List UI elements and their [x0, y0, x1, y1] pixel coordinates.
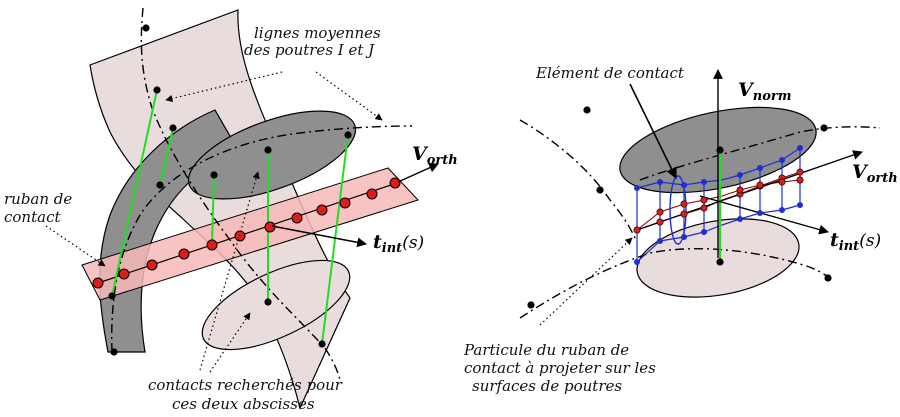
- beam-j-section-top: [187, 110, 357, 200]
- contact-element-marker: [669, 175, 687, 245]
- label-particule-3: surfaces de poutres: [472, 377, 622, 395]
- label-contacts-2: ces deux abscisses: [172, 395, 315, 413]
- beam-mean-line-right-1: [519, 119, 637, 241]
- t-int-arrow-right: [699, 195, 829, 235]
- beam-i-mean-line: [140, 7, 341, 381]
- label-particule-1: Particule du ruban de: [463, 341, 629, 359]
- v-orth-arrow-right: [636, 150, 863, 231]
- upper-contour: [636, 147, 801, 189]
- label-v-orth-left: Vorth: [412, 143, 458, 168]
- label-lignes-2: des poutres I et J: [244, 41, 375, 59]
- contact-particles: [92, 177, 401, 289]
- v-orth-arrow: [397, 163, 439, 183]
- label-element-contact: Elément de contact: [535, 64, 685, 82]
- label-lignes-1: lignes moyennes: [254, 24, 381, 42]
- label-v-orth-right: Vorth: [852, 161, 898, 186]
- surface-points: [634, 145, 803, 265]
- beam-mean-line-right-2: [639, 126, 881, 181]
- beam-i-section-bottom: [201, 259, 351, 351]
- t-int-arrow: [271, 225, 367, 248]
- label-v-norm: Vnorm: [738, 79, 791, 104]
- green-links: [111, 89, 349, 345]
- label-ruban-2: contact: [4, 208, 61, 226]
- label-contacts-1: contacts recherchés pour: [148, 376, 343, 394]
- left-callouts: [45, 71, 383, 373]
- contact-ribbon: [81, 167, 419, 301]
- left-diagram: lignes moyennes des poutres I et J ruban…: [4, 7, 458, 413]
- label-ruban-1: ruban de: [4, 190, 72, 208]
- beam-mean-line-right-3: [519, 247, 831, 319]
- label-t-int-left: tint(s): [373, 231, 424, 256]
- label-t-int-right: tint(s): [830, 229, 881, 254]
- label-particule-2: contact à projeter sur les: [464, 359, 656, 377]
- ribbon-particles: [633, 168, 804, 234]
- beam-j-surface: [99, 109, 239, 353]
- mean-line-points-right: [527, 106, 832, 309]
- lower-contour: [636, 204, 801, 263]
- right-diagram: Elément de contact Particule du ruban de…: [463, 64, 898, 395]
- callout-element: [629, 83, 677, 180]
- callout-particle: [539, 237, 633, 326]
